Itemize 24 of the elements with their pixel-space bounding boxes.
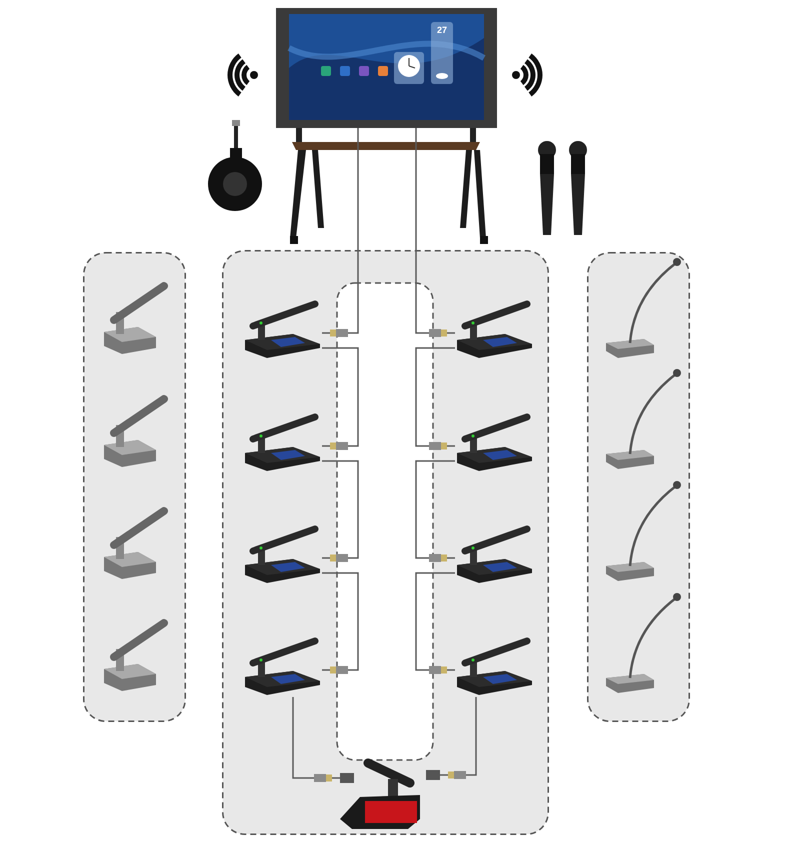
cable-line (415, 460, 455, 559)
cable-line (322, 460, 359, 559)
conference-unit-picture (455, 300, 534, 360)
group-panel (222, 250, 549, 835)
chairman-unit-picture (340, 757, 440, 829)
cable-line (415, 128, 455, 334)
conference-unit-picture (243, 525, 322, 585)
group-panel (83, 252, 186, 722)
wireless-dongle-picture (206, 120, 264, 212)
display-screen-picture (276, 8, 497, 128)
conference-unit-picture (243, 300, 322, 360)
group-panel (587, 252, 690, 722)
cable-line (322, 128, 359, 334)
cable-line (322, 572, 359, 671)
conference-unit-picture (455, 525, 534, 585)
cable-line (322, 347, 359, 447)
conference-unit-picture (243, 637, 322, 697)
handheld-microphone-picture (567, 140, 589, 235)
conference-unit-picture (243, 413, 322, 473)
handheld-microphone-picture (536, 140, 558, 235)
temperature-text: 27 (437, 26, 448, 35)
cable-line (415, 347, 455, 447)
conference-unit-picture (455, 413, 534, 473)
conference-unit-picture (455, 637, 534, 697)
